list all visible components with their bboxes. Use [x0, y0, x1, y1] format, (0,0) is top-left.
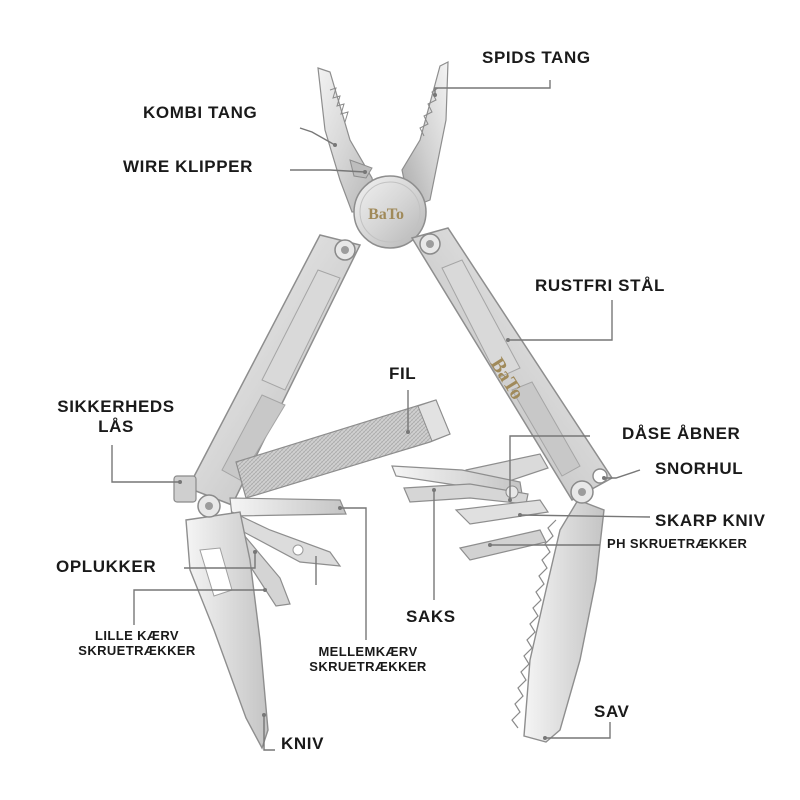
leader-sav	[545, 722, 611, 739]
leader-kniv	[263, 715, 275, 751]
label-snorhul: SNORHUL	[655, 459, 744, 478]
label-kombi-tang: KOMBI TANG	[143, 103, 258, 122]
label-skarp-kniv: SKARP KNIV	[655, 511, 766, 530]
safety-lock	[173, 475, 197, 503]
left-handle	[186, 234, 362, 506]
right-handle	[410, 227, 614, 502]
leader-sikkerheds-laas	[111, 445, 180, 483]
label-oplukker: OPLUKKER	[56, 557, 157, 576]
label-kniv: KNIV	[281, 734, 325, 753]
pivot-disc	[353, 175, 427, 249]
label-sikkerheds-laas-line1: SIKKERHEDS	[57, 397, 175, 416]
saw-teeth	[511, 519, 557, 729]
sharp-knife	[454, 499, 550, 525]
label-sikkerheds-laas-line2: LÅS	[98, 416, 134, 436]
leader-lille-kaerv	[133, 589, 265, 625]
label-lille-kaerv-line2: SKRUETRÆKKER	[78, 642, 196, 658]
leader-skarp-kniv	[519, 514, 651, 518]
file-tool	[235, 399, 451, 499]
leader-dots	[178, 93, 606, 740]
left-jaw-teeth	[329, 87, 349, 123]
saw-blade	[523, 499, 605, 743]
handle-screws	[334, 233, 441, 261]
label-mellemkaerv: MELLEMKÆRV SKRUETRÆKKER	[293, 644, 443, 675]
leader-rustfri-staal	[508, 300, 613, 341]
leader-daase-aabner	[509, 435, 590, 500]
label-saks: SAKS	[406, 607, 456, 626]
label-spids-tang: SPIDS TANG	[482, 48, 591, 67]
label-ph-skruetraekker: PH SKRUETRÆKKER	[607, 536, 748, 551]
lanyard-hole	[592, 468, 608, 484]
leader-wire-klipper	[290, 169, 366, 173]
leader-kombi-tang	[299, 127, 336, 146]
right-tool-cluster	[391, 453, 608, 743]
leader-lines	[111, 80, 651, 751]
label-mellemkaerv-line2: SKRUETRÆKKER	[309, 658, 427, 674]
label-sav: SAV	[594, 702, 630, 721]
leader-oplukker	[184, 552, 256, 569]
leader-snorhul	[604, 469, 641, 479]
label-sikkerheds-laas: SIKKERHEDS LÅS	[42, 397, 190, 436]
label-rustfri-staal: RUSTFRI STÅL	[535, 276, 665, 295]
leader-spids-tang	[434, 80, 551, 95]
label-lille-kaerv: LILLE KÆRV SKRUETRÆKKER	[58, 628, 216, 659]
leader-mellemkaerv	[340, 507, 367, 640]
label-mellemkaerv-line1: MELLEMKÆRV	[318, 644, 418, 659]
brand-logo-pivot: BaTo	[368, 206, 404, 223]
label-wire-klipper: WIRE KLIPPER	[123, 157, 253, 176]
label-daase-aabner: DÅSE ÅBNER	[622, 424, 741, 443]
label-lille-kaerv-line1: LILLE KÆRV	[95, 628, 179, 643]
medium-flat-screwdriver	[229, 497, 347, 517]
label-fil: FIL	[389, 364, 417, 383]
left-tool-cluster	[173, 475, 347, 750]
